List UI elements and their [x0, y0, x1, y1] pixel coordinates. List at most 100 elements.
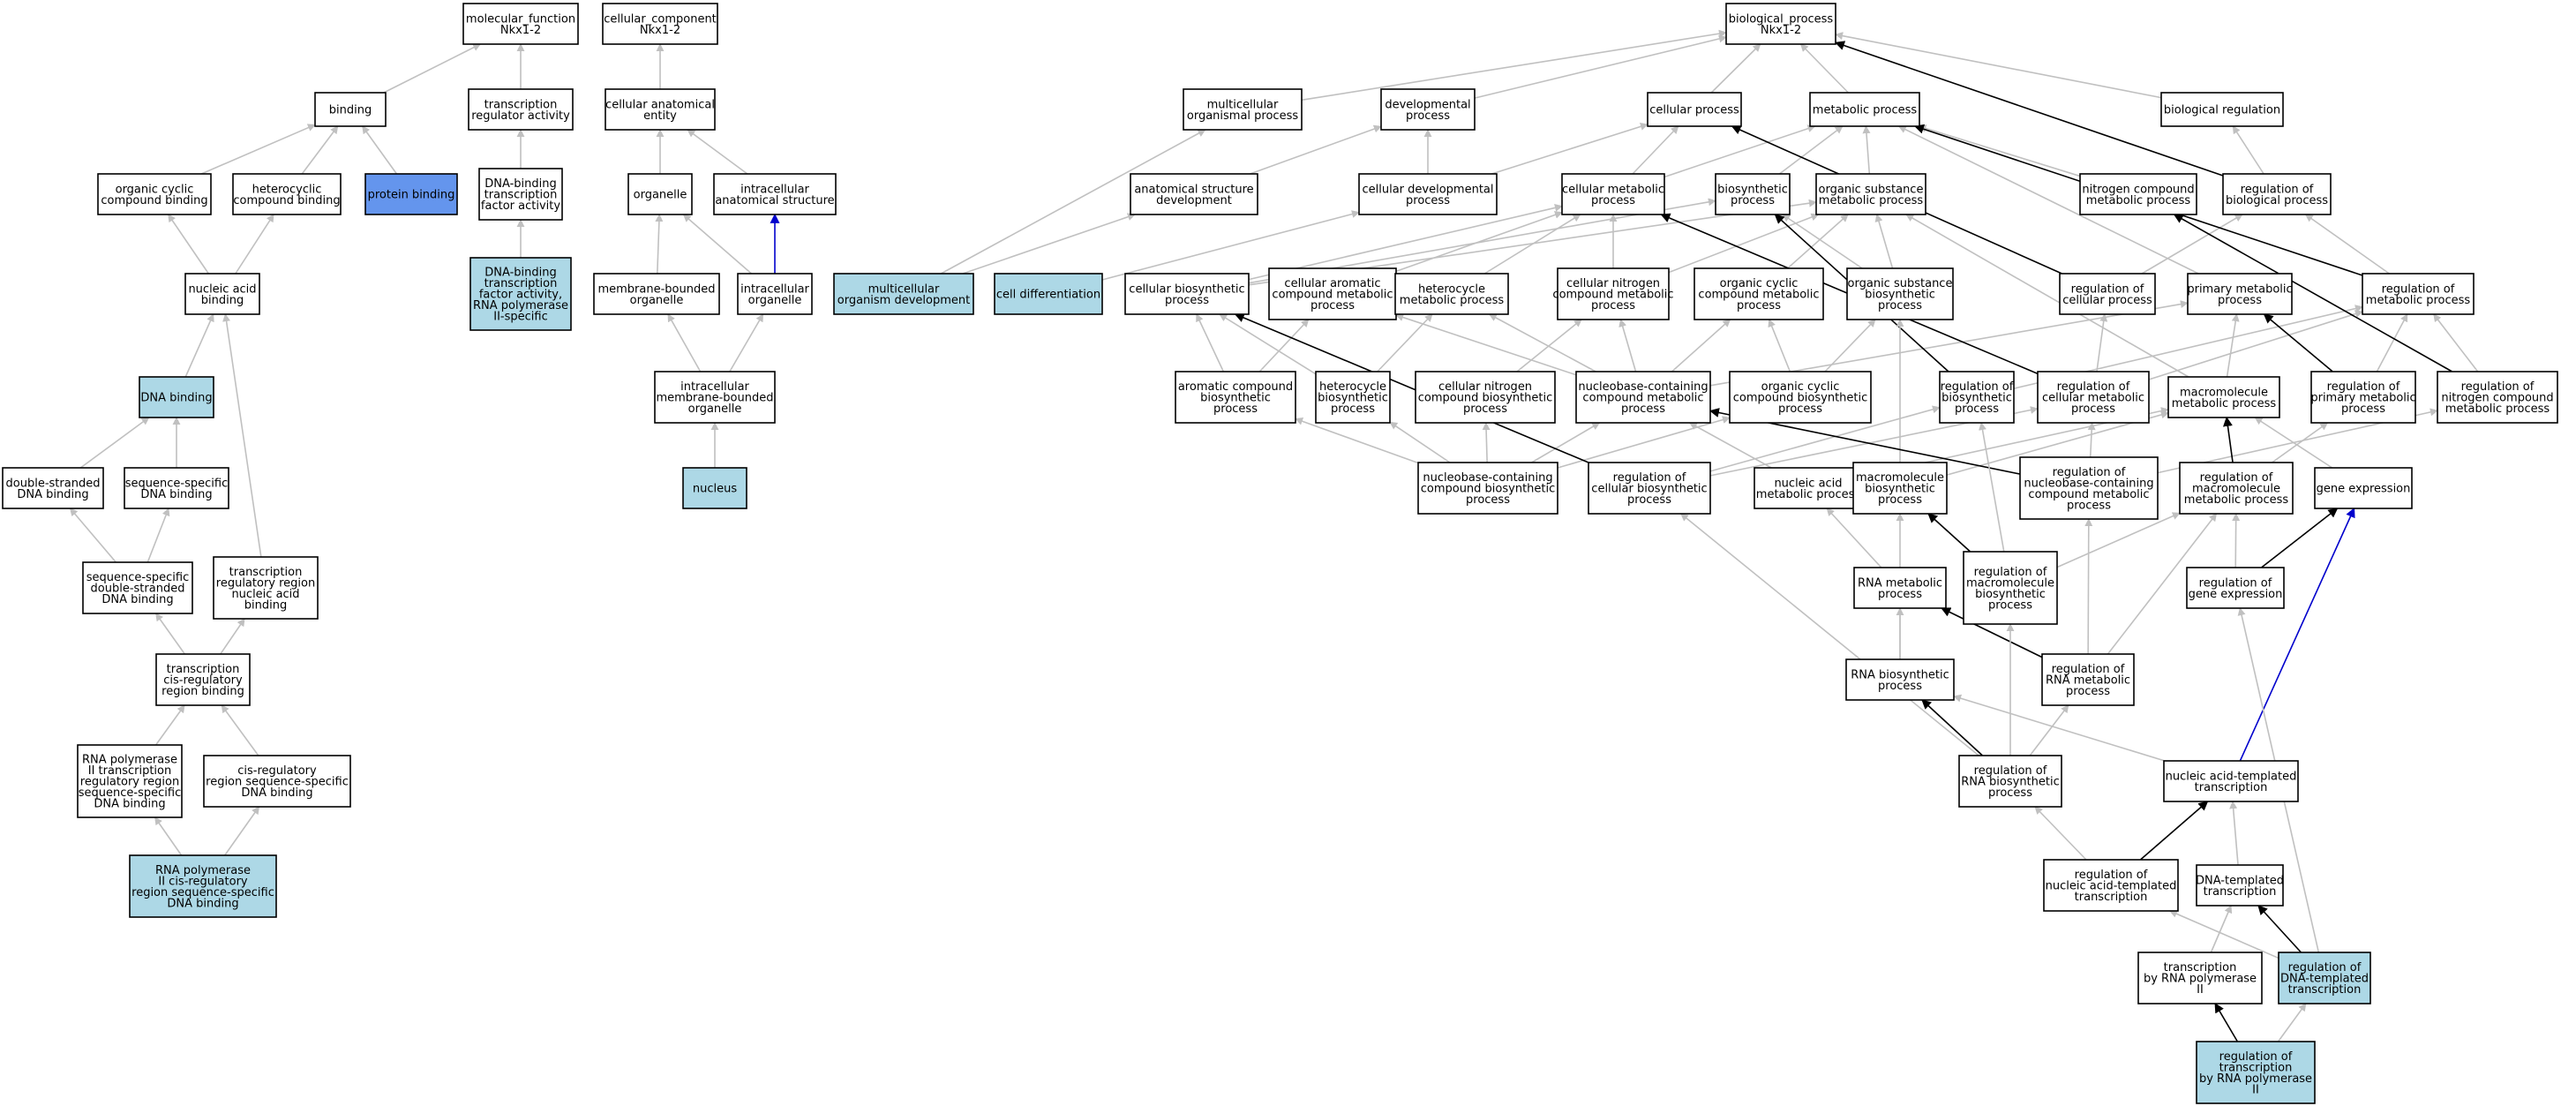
node-label-line: intracellular — [740, 183, 809, 196]
node-nucleus[interactable]: nucleus — [682, 467, 747, 509]
edge-cdp-to-cellp — [1491, 123, 1648, 175]
node-label-line: molecular_function — [466, 12, 575, 26]
node-dnab[interactable]: DNA binding — [139, 376, 214, 418]
node-label-line: transcription — [2195, 781, 2268, 794]
node-box — [1647, 92, 1742, 127]
node-genexp[interactable]: gene expression — [2314, 467, 2413, 509]
node-box — [129, 854, 277, 918]
node-celldiff[interactable]: cell differentiation — [994, 273, 1103, 315]
node-protb[interactable]: protein binding — [364, 173, 458, 215]
edge-macmp-to-osmp — [1905, 214, 2189, 378]
node-box — [2222, 173, 2332, 215]
node-label-line: metabolic process — [2366, 294, 2471, 307]
edge-io-to-organelle — [682, 214, 753, 275]
node-organelle[interactable]: organelle — [627, 173, 693, 215]
edge-hbp-to-cbp — [1219, 313, 1317, 375]
node-label-line: primary metabolic — [2187, 282, 2292, 296]
node-label-line: compound biosynthetic — [1421, 483, 1556, 496]
node-label-line: process — [1878, 680, 1922, 693]
node-metp[interactable]: metabolic process — [1809, 92, 1920, 127]
edge-ssdsdb-to-ssdb — [146, 508, 170, 563]
node-bioreg[interactable]: biological regulation — [2160, 92, 2284, 127]
node-label-line: organelle — [748, 294, 802, 307]
edge-natt-to-genexp — [2239, 507, 2355, 762]
node-label-line: intracellular — [740, 282, 809, 296]
node-cellp[interactable]: cellular process — [1647, 92, 1742, 127]
edge-genexp-to-macmp — [2254, 417, 2333, 469]
node-label-line: organelle — [634, 189, 687, 202]
node-binding[interactable]: binding — [314, 92, 387, 127]
